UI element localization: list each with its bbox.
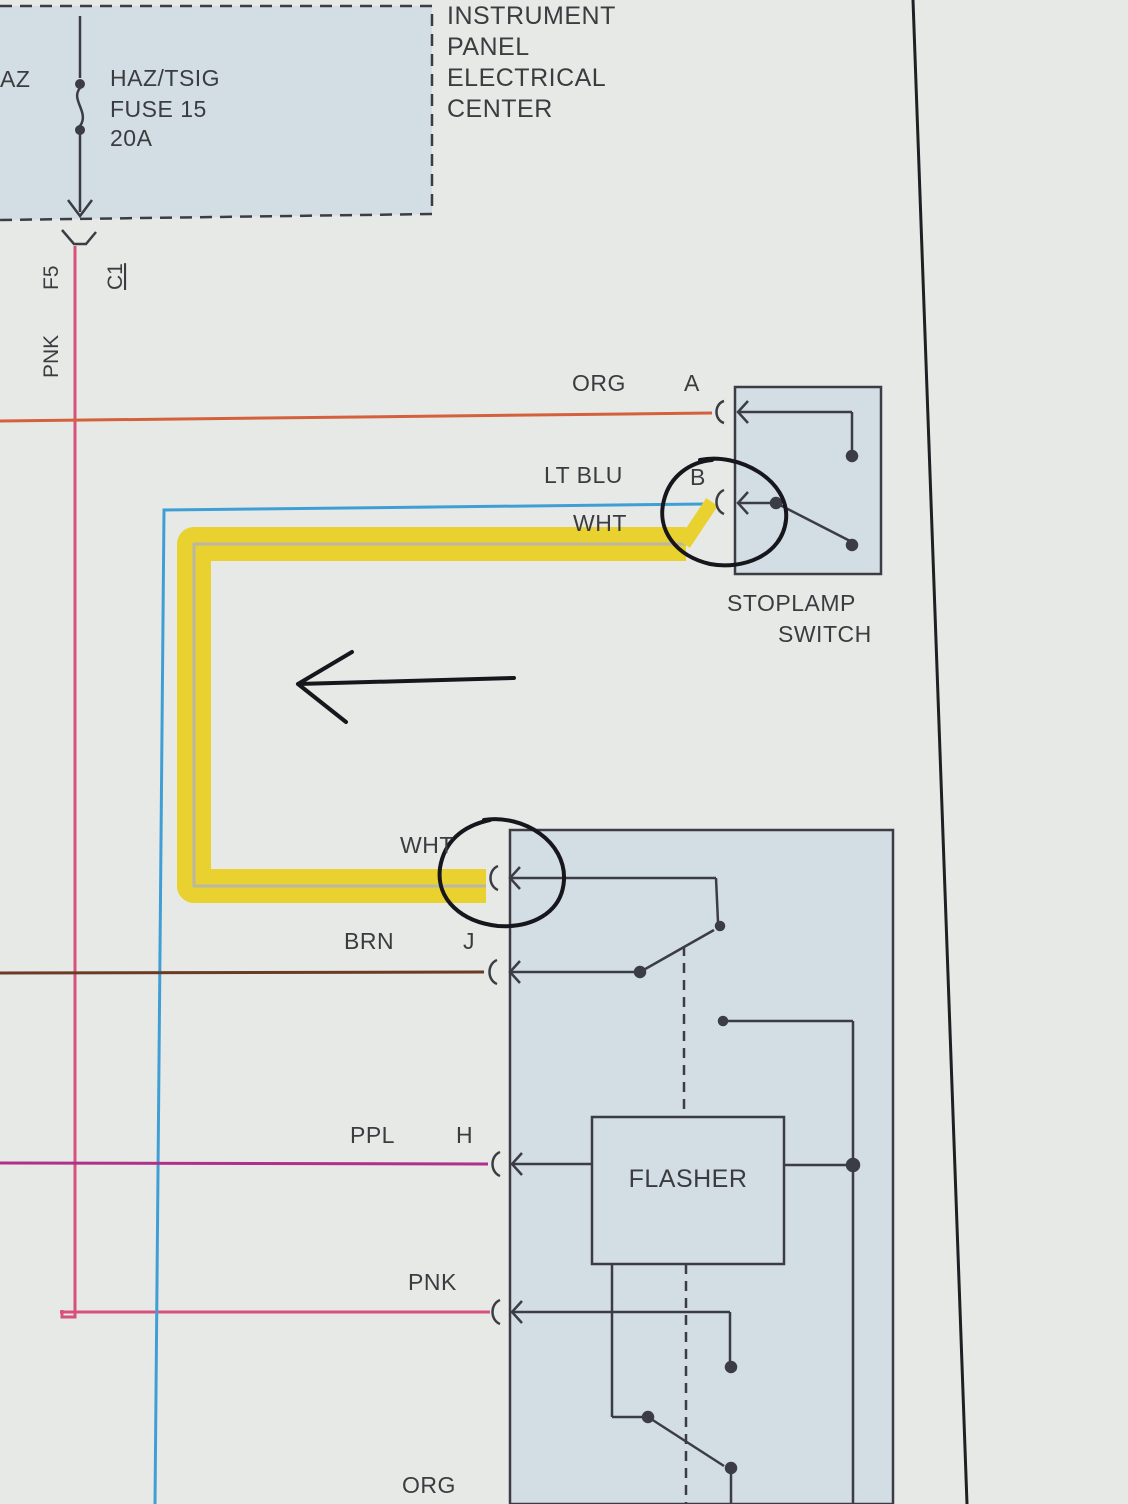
wire-label-ppl: PPL (350, 1122, 395, 1148)
hazard-switch-internals (488, 864, 861, 1504)
connector-id-label: C1 (104, 263, 127, 290)
instrument-panel-electrical-center: INSTRUMENT PANEL ELECTRICAL CENTER AZ HA… (0, 2, 616, 290)
pin-label-b: B (690, 464, 706, 490)
flasher-box (590, 1115, 786, 1266)
stoplamp-switch-box (733, 385, 883, 576)
fuse-label-line-3: 20A (110, 125, 153, 151)
fuse-label-line-1: HAZ/TSIG (110, 65, 220, 91)
wire-ppl (0, 1161, 489, 1166)
pin-label-a: A (684, 370, 700, 396)
connector-c1: F5 C1 (40, 229, 127, 290)
wire-label-org-bottom: ORG (402, 1472, 456, 1498)
stoplamp-switch-label-line-2: SWITCH (778, 621, 872, 647)
ink-arrow-left (296, 650, 516, 724)
ipec-title-line-4: CENTER (447, 95, 553, 123)
wire-label-pnk-lower: PNK (408, 1269, 457, 1295)
fuse-label-line-2: FUSE 15 (110, 96, 207, 122)
ipec-cut-label: AZ (0, 66, 30, 92)
ipec-box (0, 6, 432, 220)
flasher: FLASHER (590, 1115, 786, 1266)
ipec-title-line-2: PANEL (447, 33, 530, 61)
wire-label-brn: BRN (344, 928, 394, 954)
handwritten-annotations (296, 456, 789, 929)
stoplamp-switch-label-line-1: STOPLAMP (727, 590, 856, 616)
page-border-line (911, 0, 969, 1504)
ipec-title-line-3: ELECTRICAL (447, 64, 606, 92)
wire-org (0, 411, 713, 423)
wire-wht-highlight (177, 498, 718, 903)
wire-label-wht-bottom: WHT (400, 832, 454, 858)
pin-label-j: J (463, 928, 475, 954)
ipec-title-line-1: INSTRUMENT (447, 2, 616, 30)
wire-label-wht-top: WHT (573, 510, 627, 536)
wire-label-org: ORG (572, 370, 626, 396)
wire-pnk (60, 246, 77, 1319)
fuse-15: HAZ/TSIG FUSE 15 20A (67, 16, 220, 219)
pin-label-h: H (456, 1122, 473, 1148)
ink-circle-stoplamp (660, 456, 789, 568)
wire-label-lt-blu: LT BLU (544, 462, 623, 488)
connector-pin-label: F5 (40, 265, 63, 290)
ink-circle-hazard (437, 817, 567, 929)
wire-lt-blu (153, 502, 707, 1504)
wire-brn (0, 970, 485, 975)
stoplamp-switch-internals (715, 399, 859, 552)
wire-label-pnk-vertical: PNK (40, 335, 63, 378)
flasher-label: FLASHER (629, 1165, 748, 1193)
